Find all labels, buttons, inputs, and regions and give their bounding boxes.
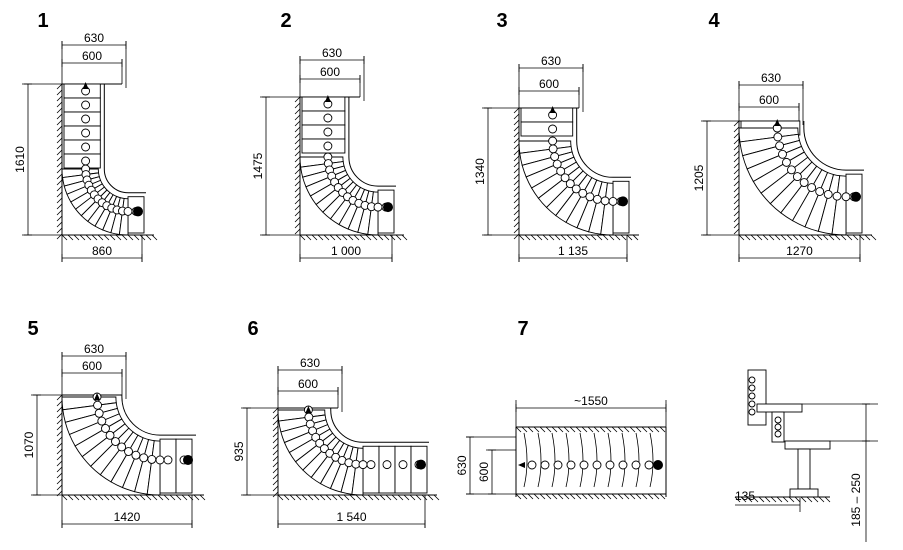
variant-number: 1 [37,10,48,32]
dim-height: 1070 [22,431,36,458]
stair-variant-5: 5 630 600 1070 1420 [22,318,206,528]
dim-height: 1205 [692,164,706,191]
start-arrow [549,106,556,113]
start-arrow [94,393,101,400]
variant-number: 4 [708,10,720,32]
dim-width-total: 1 135 [558,244,588,258]
dim-width-inner: 600 [82,49,102,63]
dim-width-total: 1 000 [331,244,361,258]
dim-width-inner: 600 [82,359,102,373]
end-post [133,206,143,217]
dim-width-outer: 630 [322,46,342,60]
dim-rise: 185 – 250 [849,473,863,527]
start-arrow [324,95,331,102]
stair-spine [81,86,141,216]
dim-width-inner: 600 [539,77,559,91]
end-post [851,191,861,202]
stair-steps [523,432,654,488]
stair-spine [548,110,626,206]
end-post [416,459,426,470]
stair-variant-4: 4 630 600 1205 1270 [692,10,877,262]
dim-width-total: 860 [92,244,112,258]
stair-spine [527,460,654,470]
dim-offset: 135 [735,489,755,503]
variant-number: 6 [247,318,258,340]
stair-variant-3: 3 630 600 1340 1 135 [473,10,639,262]
stair-variant-6: 6 630 600 935 1 540 [232,318,440,528]
stair-variant-7: 7 ~1550 630 600 [455,318,667,500]
dim-height: 1340 [473,158,487,185]
end-post [618,196,628,207]
variant-number: 7 [517,318,528,340]
detail-section: 185 – 250 135 [734,369,878,542]
dim-width-outer: 630 [84,31,104,45]
dim-width-outer: 630 [541,54,561,68]
end-post [183,454,193,465]
variant-number: 2 [280,10,291,32]
dim-width-inner: 600 [477,462,491,482]
variant-number: 5 [27,318,38,340]
stair-variant-1: 1 630 600 1610 860 [13,10,158,262]
dim-width-inner: 600 [298,377,318,391]
dim-width-inner: 600 [759,93,779,107]
dim-width-total: 1270 [786,244,813,258]
dim-width-outer: 630 [84,342,104,356]
dim-width-outer: 630 [455,455,469,475]
end-post [383,202,393,213]
start-arrow [305,406,312,413]
stair-steps [738,120,863,236]
stair-steps [299,96,395,236]
end-post [653,460,663,470]
stair-steps [277,409,428,496]
dim-length: ~1550 [574,394,608,408]
dim-width-total: 1420 [114,510,141,524]
dim-width-total: 1 540 [336,510,366,524]
stair-steps [61,396,193,496]
stair-variant-2: 2 630 600 1475 1 000 [251,10,408,262]
stair-steps [518,107,630,236]
dim-width-outer: 630 [300,356,320,370]
start-arrow [518,462,525,468]
dim-height: 1475 [251,152,265,179]
dim-height: 1610 [13,146,27,173]
variant-number: 3 [496,10,507,32]
start-arrow [82,82,89,89]
dim-width-outer: 630 [761,71,781,85]
dim-width-inner: 600 [320,65,340,79]
start-arrow [774,119,781,126]
dim-height: 935 [232,441,246,461]
